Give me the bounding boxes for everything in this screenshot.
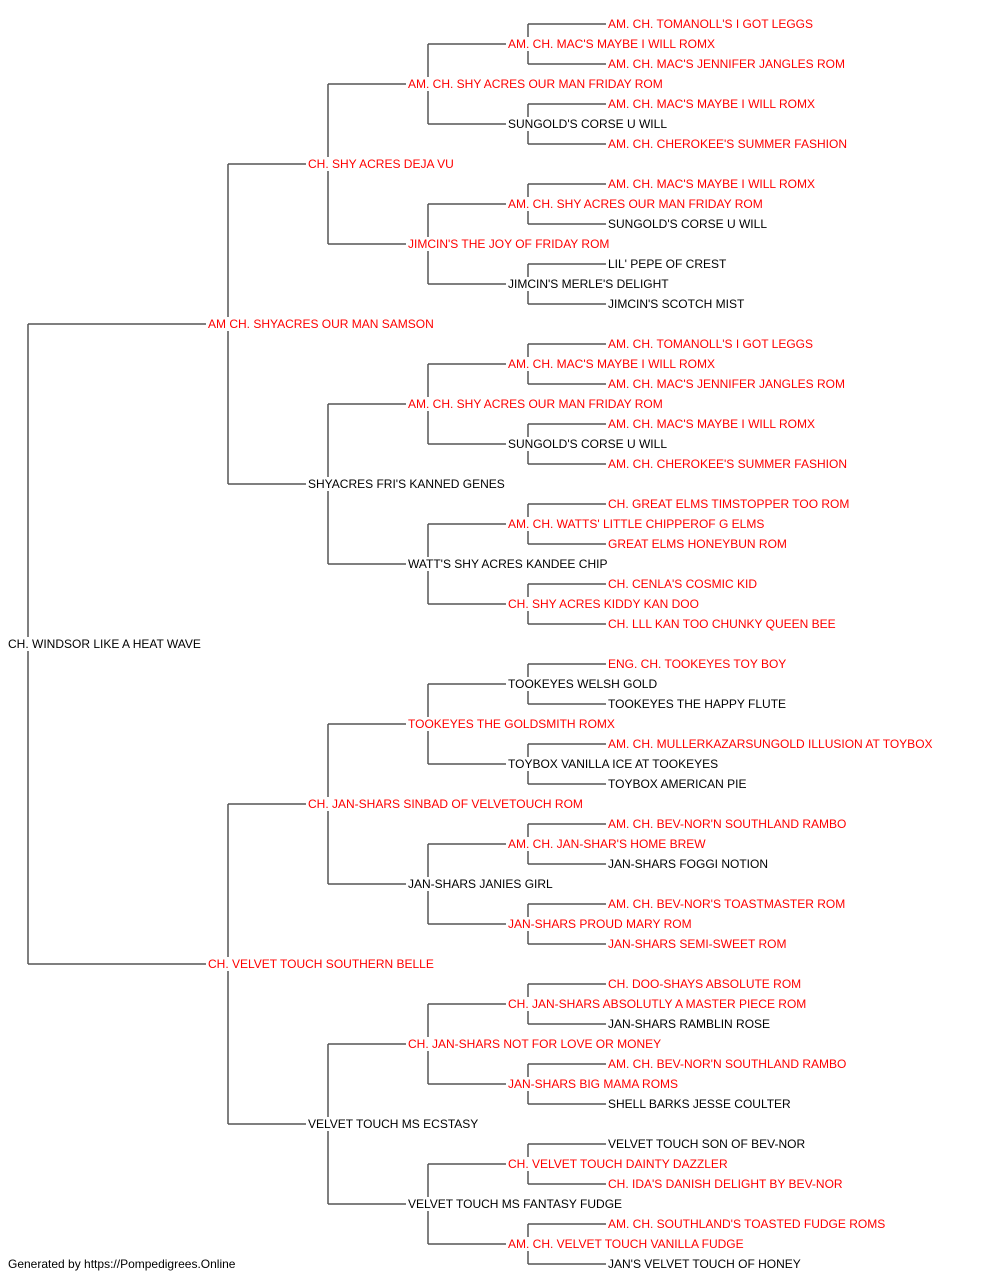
ancestor-gen5-16: CH. LLL KAN TOO CHUNKY QUEEN BEE [608, 617, 838, 631]
ancestor-gen5-1: AM. CH. TOMANOLL'S I GOT LEGGS [608, 17, 816, 31]
ancestor-gen4-2: SUNGOLD'S CORSE U WILL [508, 117, 669, 131]
ancestor-gen3-7: CH. JAN-SHARS NOT FOR LOVE OR MONEY [408, 1037, 664, 1051]
ancestor-gen4-15: CH. VELVET TOUCH DAINTY DAZZLER [508, 1157, 730, 1171]
ancestor-gen5-18: TOOKEYES THE HAPPY FLUTE [608, 697, 789, 711]
ancestor-gen2-3: CH. JAN-SHARS SINBAD OF VELVETOUCH ROM [308, 797, 585, 811]
ancestor-gen5-30: CH. IDA'S DANISH DELIGHT BY BEV-NOR [608, 1177, 845, 1191]
ancestor-gen3-1: AM. CH. SHY ACRES OUR MAN FRIDAY ROM [408, 77, 665, 91]
ancestor-gen4-5: AM. CH. MAC'S MAYBE I WILL ROMX [508, 357, 717, 371]
ancestor-gen5-7: LIL' PEPE OF CREST [608, 257, 729, 271]
ancestor-gen5-5: AM. CH. MAC'S MAYBE I WILL ROMX [608, 177, 817, 191]
ancestor-gen2-4: VELVET TOUCH MS ECSTASY [308, 1117, 481, 1131]
ancestor-gen5-10: AM. CH. MAC'S JENNIFER JANGLES ROM [608, 377, 847, 391]
ancestor-gen5-21: AM. CH. BEV-NOR'N SOUTHLAND RAMBO [608, 817, 849, 831]
ancestor-gen5-25: CH. DOO-SHAYS ABSOLUTE ROM [608, 977, 804, 991]
ancestor-gen4-7: AM. CH. WATTS' LITTLE CHIPPEROF G ELMS [508, 517, 767, 531]
ancestor-gen5-28: SHELL BARKS JESSE COULTER [608, 1097, 793, 1111]
ancestor-gen5-13: CH. GREAT ELMS TIMSTOPPER TOO ROM [608, 497, 852, 511]
ancestor-gen5-22: JAN-SHARS FOGGI NOTION [608, 857, 771, 871]
ancestor-gen4-8: CH. SHY ACRES KIDDY KAN DOO [508, 597, 701, 611]
ancestor-gen4-16: AM. CH. VELVET TOUCH VANILLA FUDGE [508, 1237, 746, 1251]
ancestor-gen2-2: SHYACRES FRI'S KANNED GENES [308, 477, 507, 491]
ancestor-gen5-26: JAN-SHARS RAMBLIN ROSE [608, 1017, 773, 1031]
ancestor-gen5-31: AM. CH. SOUTHLAND'S TOASTED FUDGE ROMS [608, 1217, 888, 1231]
ancestor-gen5-8: JIMCIN'S SCOTCH MIST [608, 297, 747, 311]
ancestor-gen5-23: AM. CH. BEV-NOR'S TOASTMASTER ROM [608, 897, 848, 911]
ancestor-gen3-6: JAN-SHARS JANIES GIRL [408, 877, 555, 891]
ancestor-gen1-2: CH. VELVET TOUCH SOUTHERN BELLE [208, 957, 436, 971]
ancestor-gen5-24: JAN-SHARS SEMI-SWEET ROM [608, 937, 789, 951]
ancestor-gen4-4: JIMCIN'S MERLE'S DELIGHT [508, 277, 671, 291]
ancestor-gen5-20: TOYBOX AMERICAN PIE [608, 777, 749, 791]
ancestor-gen2-1: CH. SHY ACRES DEJA VU [308, 157, 456, 171]
ancestor-gen3-4: WATT'S SHY ACRES KANDEE CHIP [408, 557, 610, 571]
ancestor-gen3-8: VELVET TOUCH MS FANTASY FUDGE [408, 1197, 625, 1211]
ancestor-gen5-6: SUNGOLD'S CORSE U WILL [608, 217, 769, 231]
ancestor-gen4-11: AM. CH. JAN-SHAR'S HOME BREW [508, 837, 708, 851]
ancestor-gen4-13: CH. JAN-SHARS ABSOLUTLY A MASTER PIECE R… [508, 997, 809, 1011]
generated-by-footer: Generated by https://Pompedigrees.Online [8, 1257, 236, 1271]
ancestor-gen5-14: GREAT ELMS HONEYBUN ROM [608, 537, 789, 551]
ancestor-gen5-17: ENG. CH. TOOKEYES TOY BOY [608, 657, 789, 671]
ancestor-gen5-32: JAN'S VELVET TOUCH OF HONEY [608, 1257, 803, 1271]
ancestor-gen5-11: AM. CH. MAC'S MAYBE I WILL ROMX [608, 417, 817, 431]
ancestor-gen3-3: AM. CH. SHY ACRES OUR MAN FRIDAY ROM [408, 397, 665, 411]
ancestor-gen3-5: TOOKEYES THE GOLDSMITH ROMX [408, 717, 617, 731]
ancestor-gen5-27: AM. CH. BEV-NOR'N SOUTHLAND RAMBO [608, 1057, 849, 1071]
ancestor-gen5-15: CH. CENLA'S COSMIC KID [608, 577, 759, 591]
ancestor-gen4-3: AM. CH. SHY ACRES OUR MAN FRIDAY ROM [508, 197, 765, 211]
ancestor-gen5-12: AM. CH. CHEROKEE'S SUMMER FASHION [608, 457, 849, 471]
subject-dog-name: CH. WINDSOR LIKE A HEAT WAVE [8, 637, 203, 651]
ancestor-gen4-9: TOOKEYES WELSH GOLD [508, 677, 660, 691]
ancestor-gen5-2: AM. CH. MAC'S JENNIFER JANGLES ROM [608, 57, 847, 71]
ancestor-gen5-3: AM. CH. MAC'S MAYBE I WILL ROMX [608, 97, 817, 111]
ancestor-gen3-2: JIMCIN'S THE JOY OF FRIDAY ROM [408, 237, 612, 251]
ancestor-gen1-1: AM CH. SHYACRES OUR MAN SAMSON [208, 317, 436, 331]
ancestor-gen5-19: AM. CH. MULLERKAZARSUNGOLD ILLUSION AT T… [608, 737, 935, 751]
ancestor-gen5-4: AM. CH. CHEROKEE'S SUMMER FASHION [608, 137, 849, 151]
ancestor-gen4-6: SUNGOLD'S CORSE U WILL [508, 437, 669, 451]
ancestor-gen4-14: JAN-SHARS BIG MAMA ROMS [508, 1077, 681, 1091]
ancestor-gen5-29: VELVET TOUCH SON OF BEV-NOR [608, 1137, 808, 1151]
ancestor-gen4-1: AM. CH. MAC'S MAYBE I WILL ROMX [508, 37, 717, 51]
ancestor-gen5-9: AM. CH. TOMANOLL'S I GOT LEGGS [608, 337, 816, 351]
ancestor-gen4-10: TOYBOX VANILLA ICE AT TOOKEYES [508, 757, 721, 771]
ancestor-gen4-12: JAN-SHARS PROUD MARY ROM [508, 917, 694, 931]
